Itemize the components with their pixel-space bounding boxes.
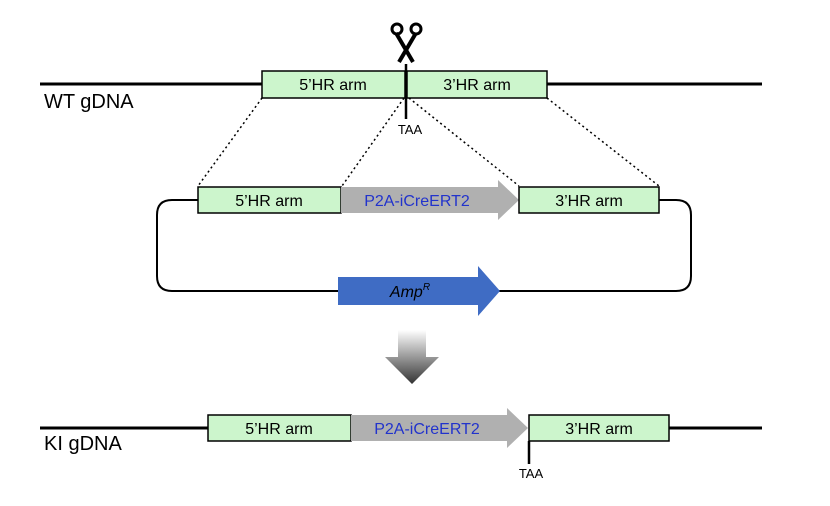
ki-3hr-arm-box [528, 414, 670, 442]
vector-3hr-arm-box [518, 186, 660, 214]
vector-p2a-icreert2-arrow [341, 180, 519, 220]
ki-gdna-row: 5’HR arm P2A-iCreERT2 3’HR arm TAA KI gD… [40, 408, 762, 481]
wt-3hr-arm-label: 3’HR arm [443, 77, 511, 94]
scissors-icon [390, 22, 423, 64]
ampr-arrow [338, 266, 500, 316]
wt-gdna-label: WT gDNA [44, 91, 134, 113]
ki-3hr-arm-label: 3’HR arm [565, 421, 633, 438]
wt-gdna-row: 5’HR arm 3’HR arm TAA WT gDNA [40, 64, 762, 137]
vector-p2a-icreert2-label: P2A-iCreERT2 [364, 193, 470, 210]
vector-5hr-arm-label: 5’HR arm [235, 193, 303, 210]
wt-5hr-arm-label: 5’HR arm [299, 77, 367, 94]
ki-gdna-label: KI gDNA [44, 433, 122, 455]
wt-taa-label: TAA [398, 122, 423, 137]
result-down-arrow [385, 330, 439, 384]
ki-p2a-icreert2-arrow [351, 408, 528, 448]
ki-taa-label: TAA [519, 466, 544, 481]
ki-5hr-arm-label: 5’HR arm [245, 421, 313, 438]
wt-3hr-arm-box [406, 70, 548, 99]
homology-guide-lines [197, 97, 660, 187]
vector-3hr-arm-label: 3’HR arm [555, 193, 623, 210]
ki-5hr-arm-box [207, 414, 352, 442]
ampr-label: AmpR [389, 282, 430, 301]
ki-p2a-icreert2-label: P2A-iCreERT2 [374, 421, 480, 438]
targeting-vector: 5’HR arm P2A-iCreERT2 3’HR arm AmpR [156, 180, 692, 316]
vector-5hr-arm-box [197, 186, 342, 214]
